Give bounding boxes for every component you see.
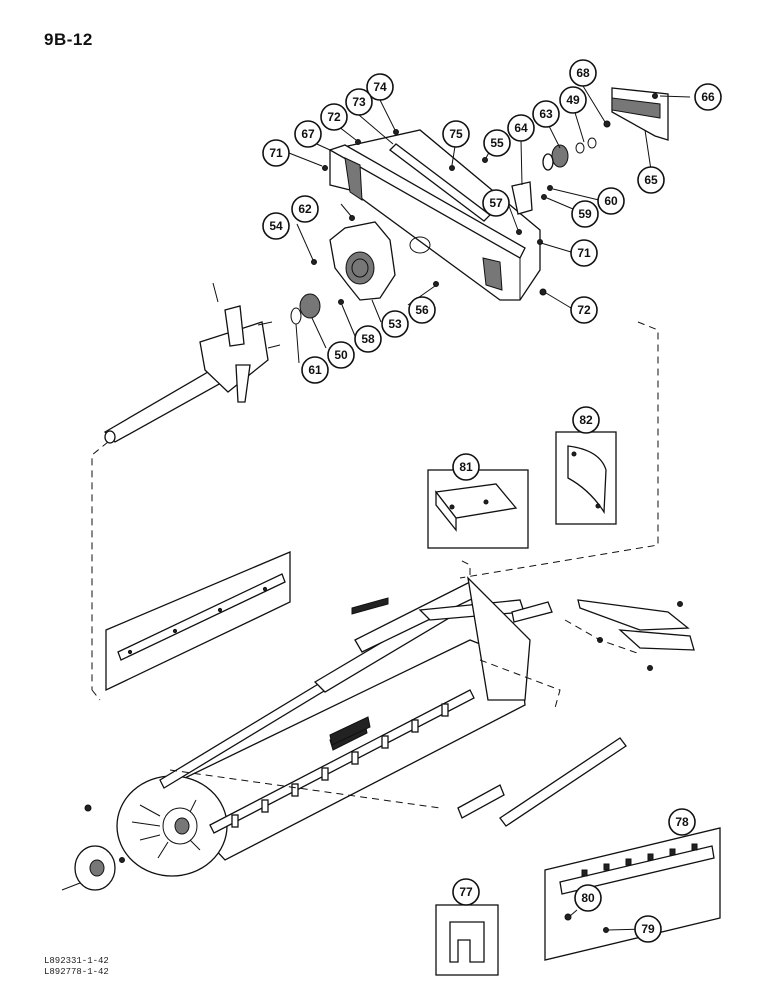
pitman-shaft-assembly (103, 282, 281, 444)
callout-61: 61 (301, 356, 329, 384)
callout-66-label: 66 (701, 90, 715, 104)
callout-63: 63 (532, 100, 560, 128)
callout-60-label: 60 (604, 194, 618, 208)
bracket-lower-right (577, 599, 695, 671)
callout-64: 64 (507, 114, 535, 142)
callout-82-label: 82 (579, 413, 593, 427)
callout-72-upper: 72 (320, 103, 348, 131)
callout-53: 53 (381, 310, 409, 338)
callout-71-lower-label: 71 (577, 246, 591, 260)
callout-55: 55 (483, 129, 511, 157)
callout-68: 68 (569, 59, 597, 87)
callout-54: 54 (262, 212, 290, 240)
callout-81-label: 81 (459, 460, 473, 474)
callout-49-label: 49 (566, 93, 580, 107)
dashed-enclosure-left (91, 441, 109, 701)
end-plate-hub (61, 804, 125, 891)
callout-80-label: 80 (581, 891, 595, 905)
figure-reference-code: L892331-1-42 (44, 956, 109, 966)
figure-reference-codes: L892331-1-42 L892778-1-42 (44, 956, 109, 978)
hardware-upper (311, 93, 658, 305)
page-title: 9B-12 (44, 30, 93, 49)
sprocket-50 (290, 293, 321, 325)
figure-reference-code: L892778-1-42 (44, 967, 109, 977)
detail-box-81 (427, 469, 529, 549)
callout-53-label: 53 (388, 317, 402, 331)
detail-box-82 (555, 431, 617, 525)
main-beam (328, 129, 541, 301)
dashed-leaders-lower (169, 559, 641, 809)
callout-49: 49 (559, 86, 587, 114)
detail-box-78 (544, 827, 721, 961)
callout-60: 60 (597, 187, 625, 215)
callout-58: 58 (354, 325, 382, 353)
callout-77-label: 77 (459, 885, 473, 899)
callout-71-upper-label: 71 (269, 146, 283, 160)
callout-74-label: 74 (373, 80, 387, 94)
callout-65: 65 (637, 166, 665, 194)
callout-57: 57 (482, 189, 510, 217)
callout-57-label: 57 (489, 196, 503, 210)
callout-68-label: 68 (576, 66, 590, 80)
callout-65-label: 65 (644, 173, 658, 187)
callout-62: 62 (291, 195, 319, 223)
callout-72-lower: 72 (570, 296, 598, 324)
gearbox-housing-53 (329, 221, 396, 301)
dashed-enclosure-right (459, 321, 659, 579)
callout-59: 59 (571, 200, 599, 228)
callout-61-label: 61 (308, 363, 322, 377)
plate-64 (511, 181, 533, 215)
callout-73-label: 73 (352, 95, 366, 109)
callout-74: 74 (366, 73, 394, 101)
callout-58-label: 58 (361, 332, 375, 346)
callout-82: 82 (572, 406, 600, 434)
support-bars-lower (329, 716, 627, 827)
callout-72-upper-label: 72 (327, 110, 341, 124)
sprocket-63 (542, 137, 597, 171)
callout-77: 77 (452, 878, 480, 906)
reel-drum (116, 639, 526, 877)
callout-79: 79 (634, 915, 662, 943)
detail-box-knife-bar (105, 551, 291, 692)
callout-50-label: 50 (334, 348, 348, 362)
reel-bats (159, 659, 475, 834)
detail-box-77 (435, 904, 499, 976)
callout-56-label: 56 (415, 303, 429, 317)
callout-63-label: 63 (539, 107, 553, 121)
callout-75: 75 (442, 120, 470, 148)
callout-62-label: 62 (298, 202, 312, 216)
callout-78: 78 (668, 808, 696, 836)
callout-55-label: 55 (490, 136, 504, 150)
callout-72-lower-label: 72 (577, 303, 591, 317)
callout-78-label: 78 (675, 815, 689, 829)
mount-bracket-65 (611, 87, 669, 141)
callout-71-lower: 71 (570, 239, 598, 267)
callout-66: 66 (694, 83, 722, 111)
callout-79-label: 79 (641, 922, 655, 936)
callout-64-label: 64 (514, 121, 528, 135)
callout-81: 81 (452, 453, 480, 481)
callout-67: 67 (294, 120, 322, 148)
callout-80: 80 (574, 884, 602, 912)
callout-75-label: 75 (449, 127, 463, 141)
callout-67-label: 67 (301, 127, 315, 141)
callout-59-label: 59 (578, 207, 592, 221)
callout-54-label: 54 (269, 219, 283, 233)
callout-50: 50 (327, 341, 355, 369)
callout-73: 73 (345, 88, 373, 116)
callout-71-upper: 71 (262, 139, 290, 167)
callout-56: 56 (408, 296, 436, 324)
